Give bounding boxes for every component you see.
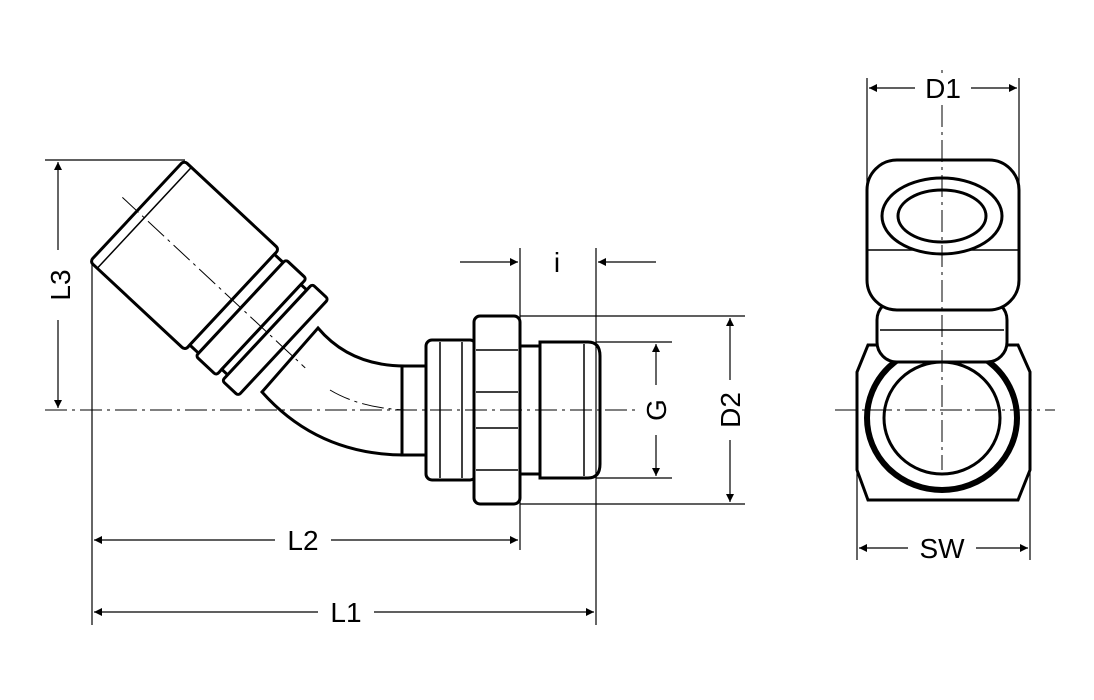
dim-label-i: i xyxy=(554,247,560,278)
end-view-fitting xyxy=(835,70,1055,502)
dim-label-D2: D2 xyxy=(715,392,746,428)
side-view-fitting xyxy=(45,160,640,506)
angled-socket xyxy=(90,160,329,396)
dim-label-L2: L2 xyxy=(287,525,318,556)
dim-label-SW: SW xyxy=(919,533,965,564)
dim-label-G: G xyxy=(641,399,672,421)
dim-label-D1: D1 xyxy=(925,73,961,104)
dim-label-L3: L3 xyxy=(45,269,76,300)
dim-label-L1: L1 xyxy=(330,597,361,628)
